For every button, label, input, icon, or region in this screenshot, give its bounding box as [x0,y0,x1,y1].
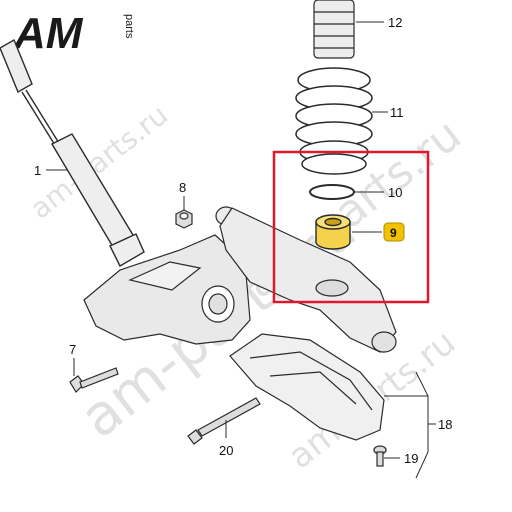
callout-18: 18 [438,417,452,432]
callout-9: 9 [390,226,397,240]
callout-10: 10 [388,185,402,200]
shield-rib-1 [249,351,373,411]
wheel-knuckle [83,234,251,345]
shock-absorber [0,38,145,267]
bushing-hole [324,217,342,227]
shield-plate [229,333,385,441]
shock-rod-edge [25,89,63,149]
callout-8: 8 [179,180,186,195]
nut-hole [179,212,189,220]
highlight-frame [272,150,430,304]
spring-coil-lower [301,153,367,175]
protective-boot-part-12 [313,0,355,59]
shock-top-body [0,38,33,94]
callout-19: 19 [404,451,418,466]
callout-11: 11 [390,105,404,120]
logo-parts-text: parts [123,14,135,39]
bushing-part-9 [315,214,351,250]
bolt-20-shank [197,397,261,437]
shock-eye [109,233,145,267]
bolt-part-20 [187,397,261,445]
protection-shield [229,333,385,441]
bolt-7-shank [79,367,119,389]
boot-body [313,0,355,59]
knuckle-rib [128,261,202,291]
callout-badge-9: 9 [383,222,405,242]
spring-seat [315,279,349,297]
shock-rod [21,91,59,151]
callout-1: 1 [34,163,41,178]
lower-control-arm [215,206,397,353]
bolt-part-7 [69,367,119,393]
callout-20: 20 [219,443,233,458]
arm-outer-bushing [371,331,397,353]
bolt-20-head [187,429,203,445]
arm-body [219,207,397,353]
callout-7: 7 [69,342,76,357]
screw-part-19 [373,445,387,467]
shield-rib-2 [269,371,357,405]
badge-9-bg [383,222,405,242]
brand-logo: AM parts [13,9,135,58]
callout-12: 12 [388,15,402,30]
hub-inner [208,293,228,315]
logo-am-text: AM [13,9,84,58]
coil-spring-part-11 [295,67,373,164]
leader-lines [46,21,436,479]
nut-part-8 [175,209,193,229]
screw-19-shank [376,451,384,467]
